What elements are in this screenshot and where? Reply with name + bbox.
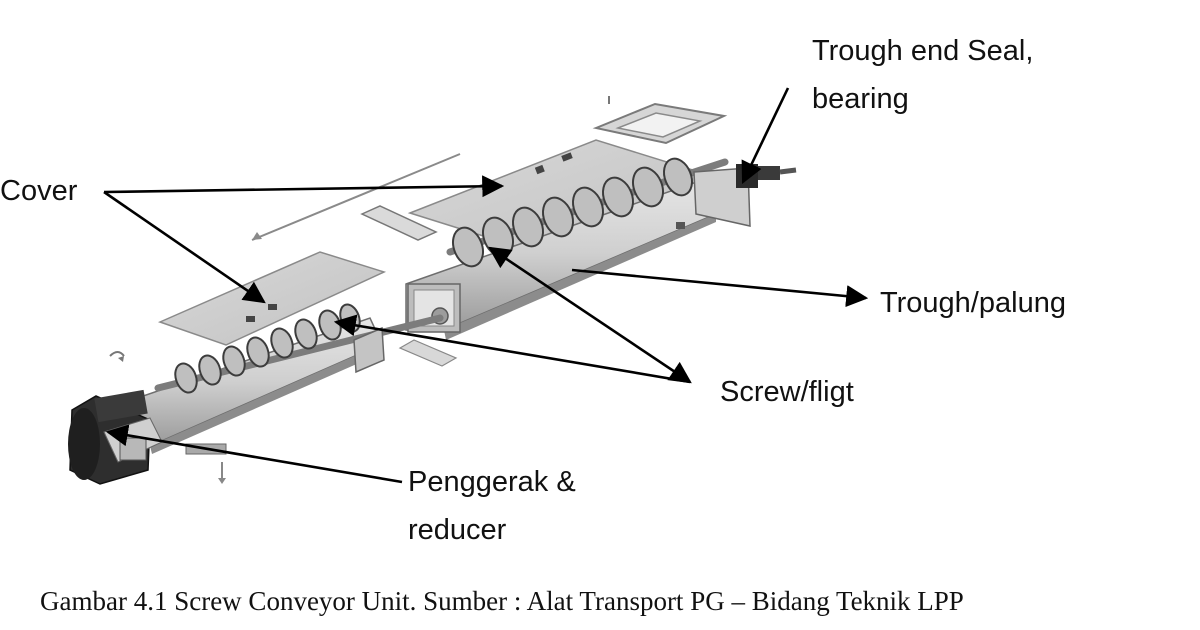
left-cover-plate <box>157 251 387 346</box>
label-penggerak-reducer: Penggerak & reducer <box>408 458 576 554</box>
arrow-penggerak <box>105 424 403 484</box>
figure-caption: Gambar 4.1 Screw Conveyor Unit. Sumber :… <box>40 586 964 616</box>
label-trough-end-seal: Trough end Seal, bearing <box>812 27 1033 123</box>
arrow-cover-left <box>103 190 266 304</box>
arrow-screw-lower <box>333 314 691 384</box>
flow-line-upper <box>251 153 461 241</box>
label-screw: Screw/fligt <box>720 376 854 408</box>
inlet-opening <box>615 112 703 138</box>
label-trough-end-line2: bearing <box>812 83 909 115</box>
rotation-arrow <box>109 351 125 357</box>
label-penggerak-line1: Penggerak & <box>408 466 576 498</box>
left-trough-body <box>119 317 384 447</box>
label-penggerak-line2: reducer <box>408 514 507 546</box>
loose-gasket <box>398 339 458 367</box>
left-trough-section <box>119 251 444 484</box>
label-cover: Cover <box>0 175 78 207</box>
label-trough-end-line1: Trough end Seal, <box>812 35 1034 67</box>
right-trough-section <box>405 102 797 340</box>
callout-arrows <box>103 87 869 484</box>
flow-line-arrowhead <box>252 232 262 240</box>
arrow-screw-upper <box>488 246 692 384</box>
arrow-trough <box>571 268 869 308</box>
arrow-trough-end <box>741 87 790 184</box>
arrow-cover-right <box>103 175 505 198</box>
label-trough: Trough/palung <box>880 287 1066 319</box>
right-screw-flights <box>452 157 693 268</box>
loose-seal-plate <box>360 205 438 241</box>
